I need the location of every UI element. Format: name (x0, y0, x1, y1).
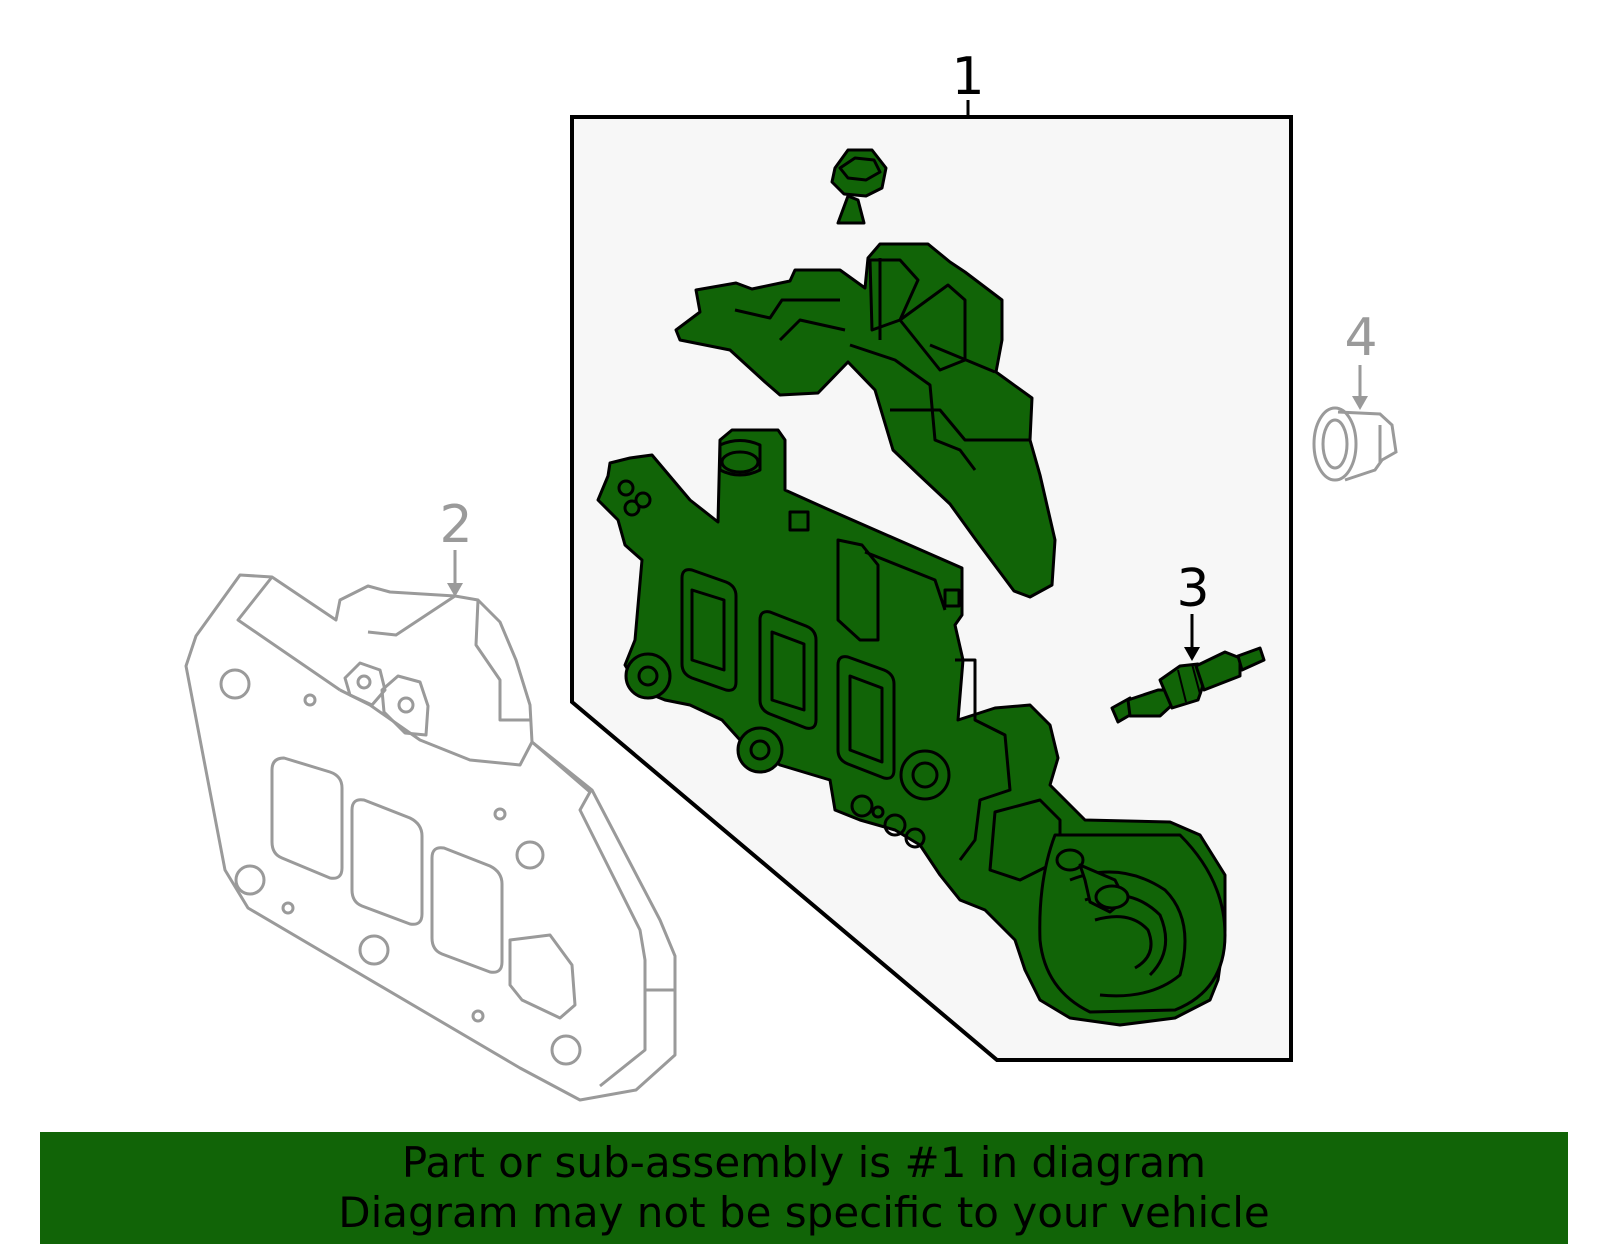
callout-arrow-2 (447, 583, 463, 597)
info-banner: Part or sub-assembly is #1 in diagram Di… (40, 1132, 1568, 1244)
assembly-part-1 (596, 148, 1227, 1027)
callout-2: 2 (439, 495, 472, 555)
callout-1: 1 (951, 47, 984, 107)
banner-line-1: Part or sub-assembly is #1 in diagram (401, 1138, 1207, 1187)
gasket-part-2 (184, 573, 677, 1102)
callout-arrow-4 (1352, 396, 1368, 410)
sensor-part-3 (1110, 646, 1266, 724)
callout-3: 3 (1176, 559, 1209, 619)
upper-bracket (674, 242, 1057, 599)
callout-4: 4 (1344, 308, 1377, 368)
plug-part-4 (1312, 406, 1398, 482)
bolt-icon (830, 148, 888, 225)
banner-line-2: Diagram may not be specific to your vehi… (338, 1188, 1270, 1237)
callout-arrow-3 (1184, 647, 1200, 661)
